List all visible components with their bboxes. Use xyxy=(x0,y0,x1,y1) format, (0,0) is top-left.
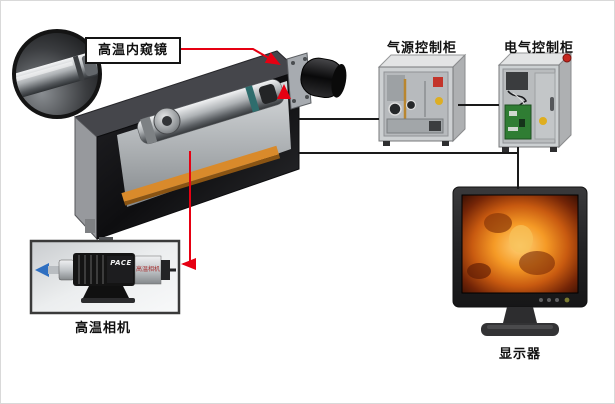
blue-left-arrow xyxy=(35,263,49,277)
camera-side-text: 高温相机 xyxy=(135,266,160,273)
emergency-button xyxy=(562,53,572,63)
air-cabinet-label: 气源控制柜 xyxy=(386,41,457,56)
camera-brand-text: PACE xyxy=(110,259,132,267)
door-handle xyxy=(550,97,554,111)
lens-barrel xyxy=(300,57,347,99)
red-callout-endoscope xyxy=(177,48,281,65)
pressure-gauge-small xyxy=(405,99,417,111)
connection-wires xyxy=(177,48,519,270)
camera-label: 高温相机 xyxy=(74,321,131,336)
monitor-graphic xyxy=(452,186,588,336)
camera-inset-graphic xyxy=(29,239,181,315)
monitor-label: 显示器 xyxy=(498,347,541,362)
circuit-board xyxy=(504,104,532,140)
electric-control-cabinet-graphic xyxy=(497,51,573,152)
red-callout-camera xyxy=(181,151,196,270)
red-up-arrow xyxy=(277,84,291,99)
camera-lens xyxy=(58,259,75,281)
endoscope-housing-graphic xyxy=(74,50,347,246)
slide-rail xyxy=(121,145,281,206)
endoscope-label-box: 高温内窥镜 xyxy=(85,37,181,64)
pressure-gauge xyxy=(388,102,402,116)
power-led xyxy=(564,297,570,303)
valve-knob xyxy=(433,77,443,87)
air-control-cabinet-graphic xyxy=(377,53,467,146)
camera-housing-sleeve xyxy=(134,255,162,285)
endoscope-lens-inset xyxy=(12,29,102,119)
electric-cabinet-label: 电气控制柜 xyxy=(503,41,574,56)
